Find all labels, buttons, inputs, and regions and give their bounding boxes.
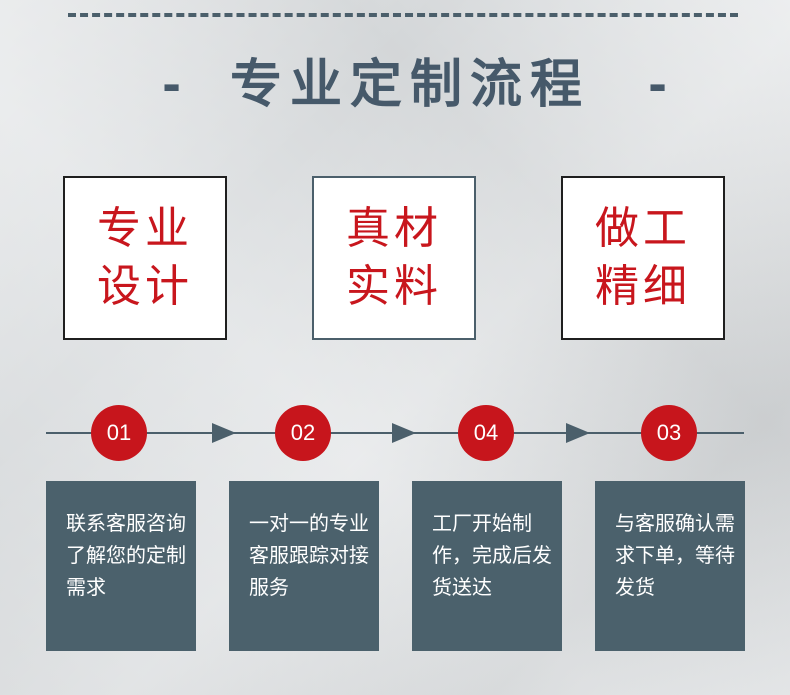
step-number-badge: 01: [91, 405, 147, 461]
title-text: 专业定制流程: [230, 55, 591, 115]
step-description: 联系客服咨询了解您的定制需求: [66, 511, 186, 599]
feature-box-material: 真材 实料: [312, 176, 476, 340]
step-description: 与客服确认需求下单，等待发货: [615, 511, 735, 599]
arrow-right-icon: [392, 423, 416, 443]
feature-box-design: 专业 设计: [63, 176, 227, 340]
step-card: 联系客服咨询了解您的定制需求: [46, 481, 196, 651]
feature-line: 设计: [97, 261, 193, 312]
feature-line: 做工: [595, 203, 691, 254]
feature-line: 真材: [346, 203, 442, 254]
step-card: 工厂开始制作，完成后发货送达: [412, 481, 562, 651]
step-description: 一对一的专业客服跟踪对接服务: [249, 511, 369, 599]
arrow-right-icon: [212, 423, 236, 443]
title-dash-right: -: [648, 58, 668, 112]
page-title: - 专业定制流程 -: [0, 50, 790, 120]
step-description: 工厂开始制作，完成后发货送达: [432, 511, 552, 599]
feature-line: 精细: [595, 261, 691, 312]
step-card: 与客服确认需求下单，等待发货: [595, 481, 745, 651]
feature-line: 实料: [346, 261, 442, 312]
step-number-badge: 02: [275, 405, 331, 461]
top-dashed-divider: [68, 13, 738, 17]
arrow-right-icon: [566, 423, 590, 443]
step-number-badge: 03: [641, 405, 697, 461]
title-dash-left: -: [162, 58, 182, 112]
step-card: 一对一的专业客服跟踪对接服务: [229, 481, 379, 651]
feature-box-craft: 做工 精细: [561, 176, 725, 340]
feature-line: 专业: [97, 203, 193, 254]
step-number-badge: 04: [458, 405, 514, 461]
